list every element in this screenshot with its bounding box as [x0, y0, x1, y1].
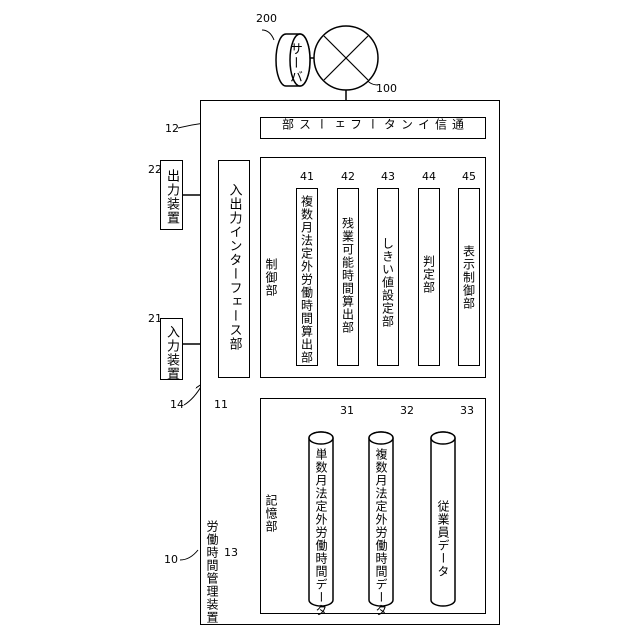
storage-data-label: 単数月法定外労働時間データ	[313, 448, 330, 617]
storage-data-label: 複数月法定外労働時間データ	[373, 448, 390, 617]
storage-data-label: 従業員データ	[435, 500, 452, 578]
storage-data-ref: 32	[400, 404, 414, 417]
storage-data-ref: 31	[340, 404, 354, 417]
storage-data-ref: 33	[460, 404, 474, 417]
